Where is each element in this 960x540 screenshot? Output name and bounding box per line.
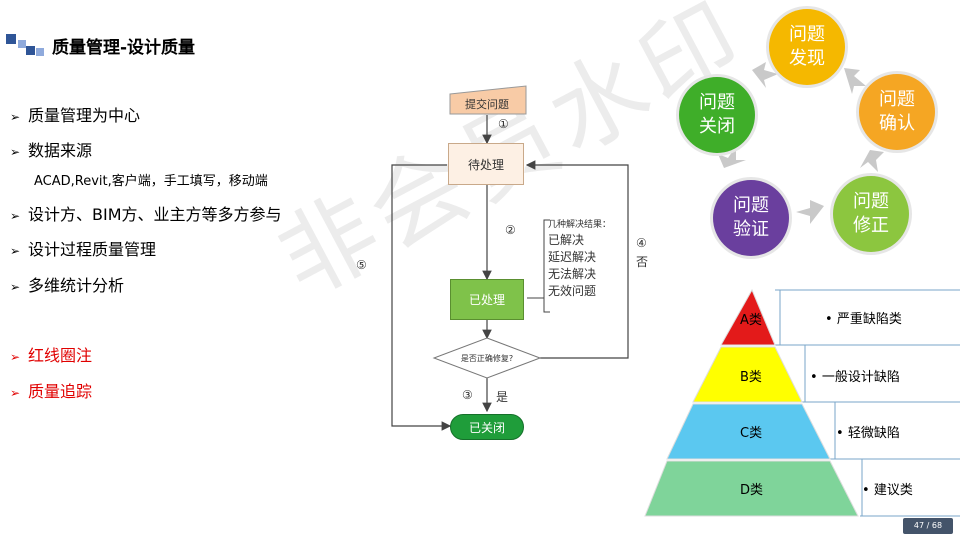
decision-diamond <box>432 337 542 379</box>
cycle-arrow <box>860 150 884 172</box>
pyramid-shape <box>644 288 960 517</box>
pyramid-tier-a <box>720 288 776 346</box>
pyramid-desc-a: • 严重缺陷类 <box>825 312 902 327</box>
bullet-item: ➢质量管理为中心 <box>10 106 141 125</box>
cycle-arrow <box>844 68 866 94</box>
bullet-item: ➢数据来源 <box>10 141 93 160</box>
pyramid-desc-c: • 轻微缺陷 <box>836 426 900 441</box>
arrow-bullet-icon: ➢ <box>10 280 21 294</box>
pyramid-level-b: B类 <box>740 370 762 385</box>
result-item: 无法解决 <box>548 267 597 281</box>
cycle-arrows <box>718 62 884 224</box>
pyramid-tier-d <box>644 460 859 517</box>
step-1-label: ① <box>498 117 509 131</box>
cycle-arrow <box>796 200 824 224</box>
cycle-node-close: 问题关闭 <box>679 77 755 153</box>
data-source-detail: ACAD,Revit,客户端，手工填写，移动端 <box>34 174 268 189</box>
pyramid-desc-b: • 一般设计缺陷 <box>810 370 900 385</box>
result-item: 延迟解决 <box>548 250 597 264</box>
yes-label: 是 <box>496 390 509 404</box>
result-item: 无效问题 <box>548 284 597 298</box>
submit-shape <box>449 85 527 115</box>
closed-terminal: 已关闭 <box>450 414 524 440</box>
no-label: 否 <box>636 255 649 269</box>
arrow-bullet-icon: ➢ <box>10 209 21 223</box>
arrow-line <box>525 160 629 359</box>
bullet-item: ➢多维统计分析 <box>10 276 125 295</box>
pyramid-level-d: D类 <box>740 483 764 498</box>
bullet-item-red: ➢红线圈注 <box>10 346 93 365</box>
arrow-bullet-icon: ➢ <box>10 110 21 124</box>
step-3-label: ③ <box>462 388 473 402</box>
processed-box: 已处理 <box>450 279 524 320</box>
arrow-bullet-icon: ➢ <box>10 386 21 400</box>
bullet-item: ➢设计过程质量管理 <box>10 240 157 259</box>
arrow-bullet-icon: ➢ <box>10 145 21 159</box>
step-4-label: ④ <box>636 236 647 250</box>
cycle-arrow <box>752 62 778 88</box>
cycle-node-fix: 问题修正 <box>833 176 909 252</box>
bullet-dot-icon: • <box>810 370 818 385</box>
results-bracket <box>543 219 550 313</box>
bullet-dot-icon: • <box>862 483 870 498</box>
bullet-item: ➢设计方、BIM方、业主方等多方参与 <box>10 205 282 224</box>
results-title: 几种解决结果： <box>548 220 612 230</box>
pyramid-tier-b <box>692 346 803 403</box>
step-5-label: ⑤ <box>356 258 367 272</box>
arrow-line <box>391 164 452 431</box>
cycle-node-verify: 问题验证 <box>713 180 789 256</box>
result-item: 已解决 <box>548 233 585 247</box>
logo-square <box>26 46 35 55</box>
pyramid-level-a: A类 <box>740 313 762 328</box>
logo-square <box>18 40 26 48</box>
pyramid-tier-c <box>666 403 831 460</box>
pyramid-level-c: C类 <box>740 426 763 441</box>
pending-box: 待处理 <box>448 143 524 185</box>
cycle-node-discover: 问题发现 <box>769 9 845 85</box>
bullet-dot-icon: • <box>836 426 844 441</box>
decision-label: 是否正确修复? <box>460 353 514 363</box>
cycle-arrow <box>718 146 746 168</box>
arrow-bullet-icon: ➢ <box>10 244 21 258</box>
logo-square <box>6 34 16 44</box>
bullet-item-red: ➢质量追踪 <box>10 382 93 401</box>
arrow-bullet-icon: ➢ <box>10 350 21 364</box>
step-2-label: ② <box>505 223 516 237</box>
page-number: 47 / 68 <box>903 518 953 534</box>
flowchart-connectors <box>391 115 629 431</box>
results-list: 几种解决结果： 已解决 延迟解决 无法解决 无效问题 <box>548 219 611 300</box>
submit-label: 提交问题 <box>465 98 509 111</box>
pyramid-desc-d: • 建议类 <box>862 483 913 498</box>
bullet-dot-icon: • <box>825 312 833 327</box>
page-title: 质量管理-设计质量 <box>52 38 196 58</box>
cycle-node-confirm: 问题确认 <box>859 74 935 150</box>
logo-square <box>36 48 44 56</box>
